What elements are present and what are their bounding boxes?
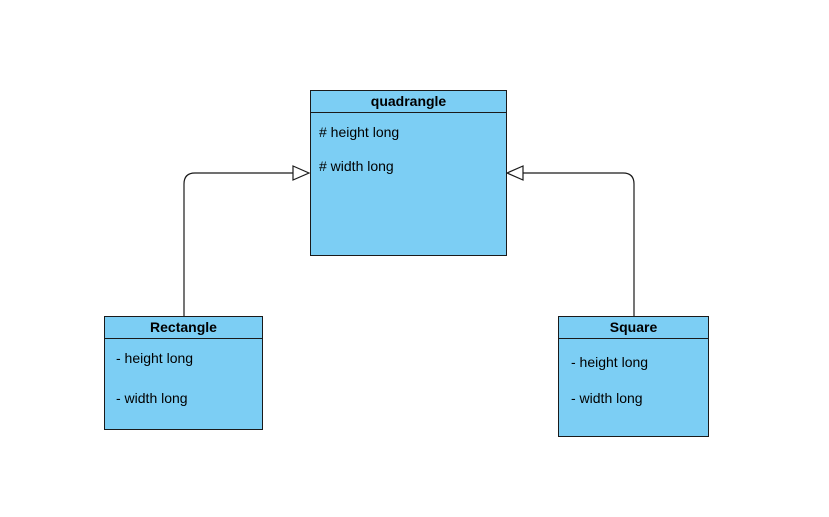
class-rectangle[interactable]: Rectangle - height long - width long xyxy=(104,316,263,430)
generalization-arrowhead-left xyxy=(292,165,311,181)
generalization-arrowhead-right xyxy=(505,165,524,181)
class-quadrangle[interactable]: quadrangle # height long # width long xyxy=(310,90,507,256)
class-name: quadrangle xyxy=(311,91,506,113)
edge-square-to-quadrangle xyxy=(523,172,635,316)
class-name: Rectangle xyxy=(105,317,262,339)
class-name: Square xyxy=(559,317,708,339)
attribute-height: - height long xyxy=(571,354,649,370)
class-square[interactable]: Square - height long - width long xyxy=(558,316,709,437)
attribute-width: - width long xyxy=(116,390,188,406)
attribute-width: - width long xyxy=(571,390,643,406)
edge-rectangle-to-quadrangle xyxy=(183,172,293,316)
attribute-height: # height long xyxy=(319,124,400,140)
attribute-height: - height long xyxy=(116,350,194,366)
attribute-width: # width long xyxy=(319,158,394,174)
